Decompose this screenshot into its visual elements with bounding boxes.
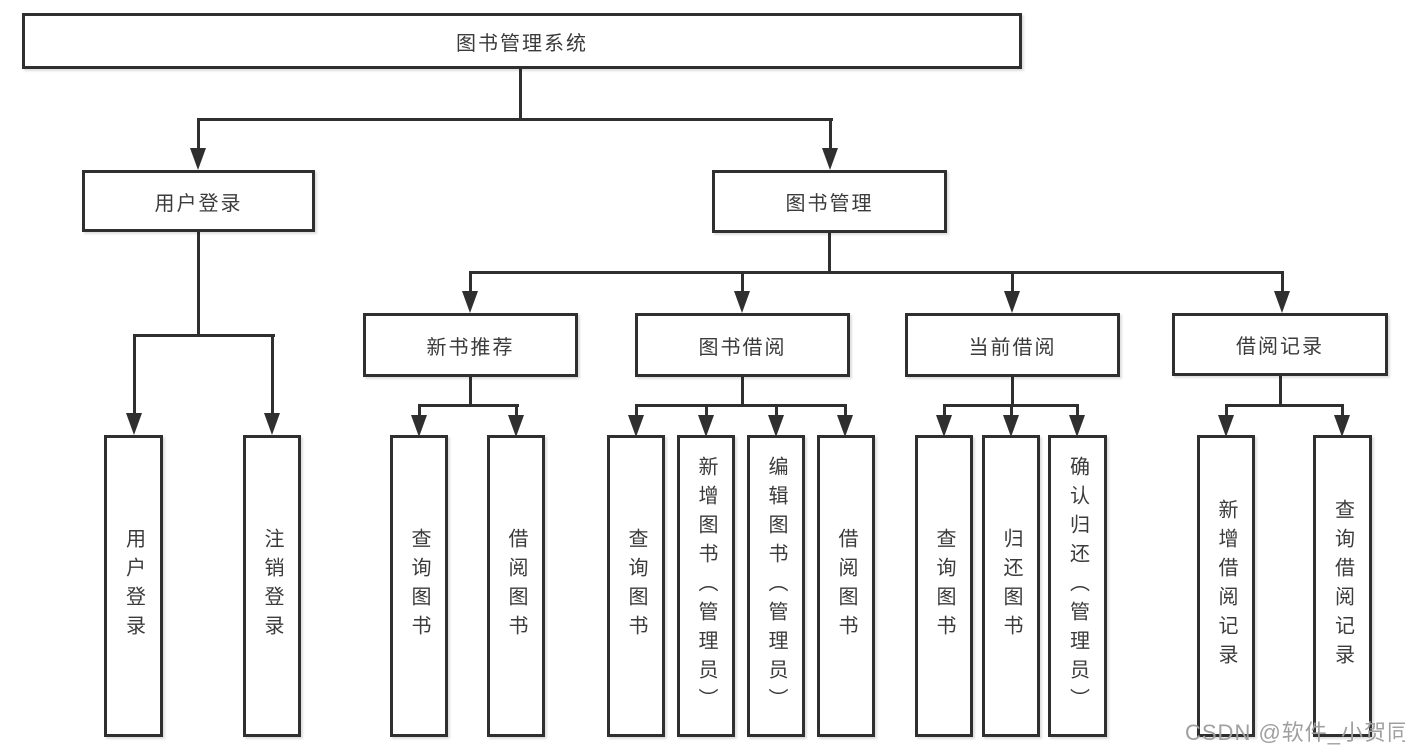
connector-leaf bbox=[943, 404, 946, 417]
leaf-query-books-new: 查询图书 bbox=[390, 435, 448, 737]
connector-to-leaf-logout bbox=[271, 334, 274, 415]
arrowhead-down bbox=[698, 415, 714, 437]
leaf-add-borrow-record: 新增借阅记录 bbox=[1197, 435, 1255, 737]
leaf-return-books: 归还图书 bbox=[982, 435, 1040, 737]
node-user-login-label: 用户登录 bbox=[154, 192, 243, 215]
connector-book-mgmt-stem bbox=[828, 233, 831, 274]
connector-leaf bbox=[515, 404, 518, 417]
connector-borrow-records-branch bbox=[1225, 404, 1343, 407]
arrowhead-down bbox=[1334, 415, 1350, 437]
node-book-management: 图书管理 bbox=[712, 170, 947, 233]
connector-to-new-books bbox=[469, 271, 472, 293]
arrowhead-down bbox=[1274, 291, 1290, 313]
leaf-query-books-new-label: 查询图书 bbox=[408, 528, 430, 644]
connector-new-books-branch bbox=[418, 404, 519, 407]
leaf-query-borrow-record: 查询借阅记录 bbox=[1313, 435, 1372, 737]
node-root-label: 图书管理系统 bbox=[456, 32, 588, 55]
leaf-add-books-admin: 新增图书（管理员） bbox=[677, 435, 735, 737]
node-book-borrowing-label: 图书借阅 bbox=[698, 336, 787, 359]
leaf-query-books-current-label: 查询图书 bbox=[933, 528, 955, 644]
leaf-query-borrow-record-label: 查询借阅记录 bbox=[1331, 499, 1354, 673]
csdn-watermark: CSDN @软件_小贺同学 bbox=[1185, 720, 1405, 745]
connector-new-books-stem bbox=[469, 377, 472, 407]
arrowhead-down bbox=[1003, 415, 1019, 437]
arrowhead-down bbox=[126, 413, 142, 435]
leaf-borrow-books-new-label: 借阅图书 bbox=[505, 528, 527, 644]
leaf-query-books-current: 查询图书 bbox=[915, 435, 973, 737]
node-new-book-recommend: 新书推荐 bbox=[363, 313, 578, 377]
connector-leaf bbox=[1076, 404, 1079, 417]
leaf-borrow-books-new: 借阅图书 bbox=[487, 435, 545, 737]
node-borrowing-records-label: 借阅记录 bbox=[1236, 336, 1324, 358]
connector-leaf bbox=[775, 404, 778, 417]
arrowhead-down bbox=[1069, 415, 1085, 437]
connector-leaf bbox=[1225, 404, 1228, 417]
leaf-confirm-return-admin-label: 确认归还（管理员） bbox=[1066, 455, 1089, 717]
arrowhead-down bbox=[837, 415, 853, 437]
arrowhead-down bbox=[508, 415, 524, 437]
node-book-management-label: 图书管理 bbox=[785, 193, 874, 215]
leaf-edit-books-admin: 编辑图书（管理员） bbox=[747, 435, 805, 737]
connector-leaf bbox=[418, 404, 421, 417]
arrowhead-down bbox=[734, 291, 750, 313]
connector-book-mgmt-branch bbox=[469, 271, 1283, 274]
arrowhead-down bbox=[190, 148, 206, 170]
connector-book-borrow-stem bbox=[741, 377, 744, 407]
arrowhead-down bbox=[628, 415, 644, 437]
node-user-login: 用户登录 bbox=[82, 170, 315, 232]
arrowhead-down bbox=[1004, 291, 1020, 313]
leaf-add-books-admin-label: 新增图书（管理员） bbox=[695, 455, 717, 717]
connector-leaf bbox=[635, 404, 638, 417]
connector-leaf bbox=[1010, 404, 1013, 417]
connector-leaf bbox=[844, 404, 847, 417]
leaf-borrow-books: 借阅图书 bbox=[817, 435, 875, 737]
leaf-add-borrow-record-label: 新增借阅记录 bbox=[1215, 499, 1237, 673]
arrowhead-down bbox=[1218, 415, 1234, 437]
connector-leaf bbox=[1341, 404, 1344, 417]
connector-borrow-records-stem bbox=[1279, 376, 1282, 407]
leaf-user-login-label: 用户登录 bbox=[122, 528, 145, 644]
leaf-logout: 注销登录 bbox=[243, 435, 301, 737]
connector-to-book-mgmt bbox=[829, 118, 832, 151]
connector-user-login-stem bbox=[197, 232, 200, 337]
arrowhead-down bbox=[411, 415, 427, 437]
node-book-borrowing: 图书借阅 bbox=[635, 313, 850, 377]
connector-current-borrow-stem bbox=[1011, 377, 1014, 407]
node-borrowing-records: 借阅记录 bbox=[1172, 313, 1388, 376]
leaf-user-login: 用户登录 bbox=[104, 435, 163, 737]
connector-to-user-login bbox=[197, 118, 200, 151]
leaf-borrow-books-label: 借阅图书 bbox=[835, 528, 857, 644]
connector-book-borrow-branch bbox=[635, 404, 847, 407]
arrowhead-down bbox=[264, 413, 280, 435]
connector-user-login-branch bbox=[133, 334, 275, 337]
leaf-query-books-borrow-label: 查询图书 bbox=[625, 528, 647, 644]
node-root: 图书管理系统 bbox=[22, 13, 1022, 69]
arrowhead-down bbox=[822, 148, 838, 170]
arrowhead-down bbox=[936, 415, 952, 437]
node-current-borrowing-label: 当前借阅 bbox=[968, 336, 1057, 359]
leaf-query-books-borrow: 查询图书 bbox=[607, 435, 665, 737]
connector-to-current-borrow bbox=[1011, 271, 1014, 293]
node-new-book-recommend-label: 新书推荐 bbox=[426, 336, 515, 359]
connector-to-leaf-user-login bbox=[133, 334, 136, 415]
connector-root-stem bbox=[519, 69, 522, 121]
arrowhead-down bbox=[462, 291, 478, 313]
node-current-borrowing: 当前借阅 bbox=[905, 313, 1120, 377]
leaf-confirm-return-admin: 确认归还（管理员） bbox=[1048, 435, 1107, 737]
connector-root-branch bbox=[197, 118, 833, 121]
arrowhead-down bbox=[768, 415, 784, 437]
leaf-logout-label: 注销登录 bbox=[261, 528, 283, 644]
leaf-return-books-label: 归还图书 bbox=[1000, 528, 1022, 644]
connector-to-book-borrow bbox=[741, 271, 744, 293]
connector-leaf bbox=[705, 404, 708, 417]
leaf-edit-books-admin-label: 编辑图书（管理员） bbox=[765, 455, 787, 717]
connector-to-borrow-records bbox=[1281, 271, 1284, 293]
